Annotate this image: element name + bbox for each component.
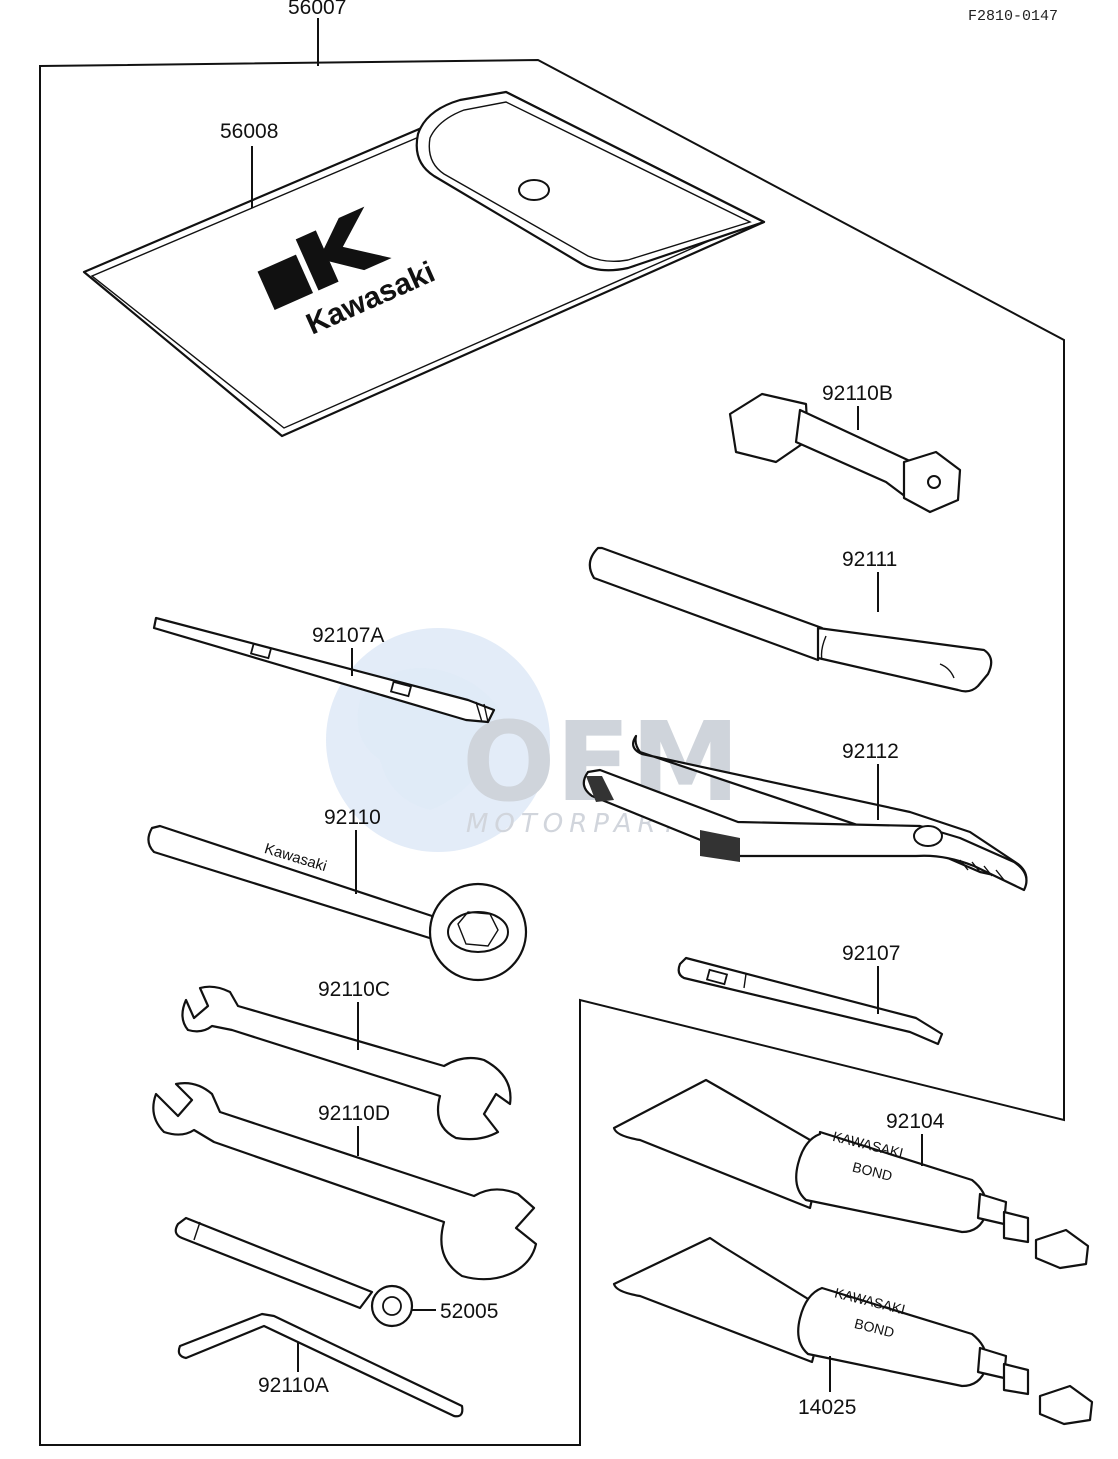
label-92107A: 92107A <box>312 624 384 647</box>
open-end-wrench-small <box>181 985 512 1141</box>
label-92110A: 92110A <box>258 1374 329 1397</box>
tool-pouch: Kawasaki <box>82 90 766 438</box>
pliers-grip-pattern-2 <box>586 776 614 802</box>
label-92104: 92104 <box>886 1110 945 1133</box>
kit-outline <box>39 58 1065 1446</box>
label-92112: 92112 <box>842 740 899 763</box>
label-52005: 52005 <box>440 1300 498 1323</box>
spoke-tool <box>174 1216 414 1328</box>
box-wrench: Kawasaki <box>147 824 528 982</box>
pliers-grip-pattern <box>700 830 740 862</box>
label-56008: 56008 <box>220 120 278 143</box>
spark-plug-socket <box>728 392 962 514</box>
open-end-wrench-large <box>152 1082 538 1281</box>
bond-tube-92104: KAWASAKI BOND <box>612 1078 1090 1270</box>
bond-tube-14025: KAWASAKI BOND <box>612 1236 1094 1426</box>
hex-key <box>177 1312 464 1418</box>
label-56007: 56007 <box>288 0 346 19</box>
screwdriver-92107A <box>152 616 496 724</box>
label-92110D: 92110D <box>318 1102 390 1125</box>
label-92107: 92107 <box>842 942 900 965</box>
handle-bar <box>588 546 993 693</box>
label-92110C: 92110C <box>318 978 390 1001</box>
label-92110: 92110 <box>324 806 381 829</box>
label-14025: 14025 <box>798 1396 856 1419</box>
pliers <box>582 734 1028 892</box>
diagram-code: F2810-0147 <box>968 8 1058 25</box>
label-92110B: 92110B <box>822 382 893 405</box>
screwdriver-bit-92107 <box>677 956 944 1046</box>
pouch-snap-button <box>518 179 550 201</box>
label-92111: 92111 <box>842 548 897 571</box>
